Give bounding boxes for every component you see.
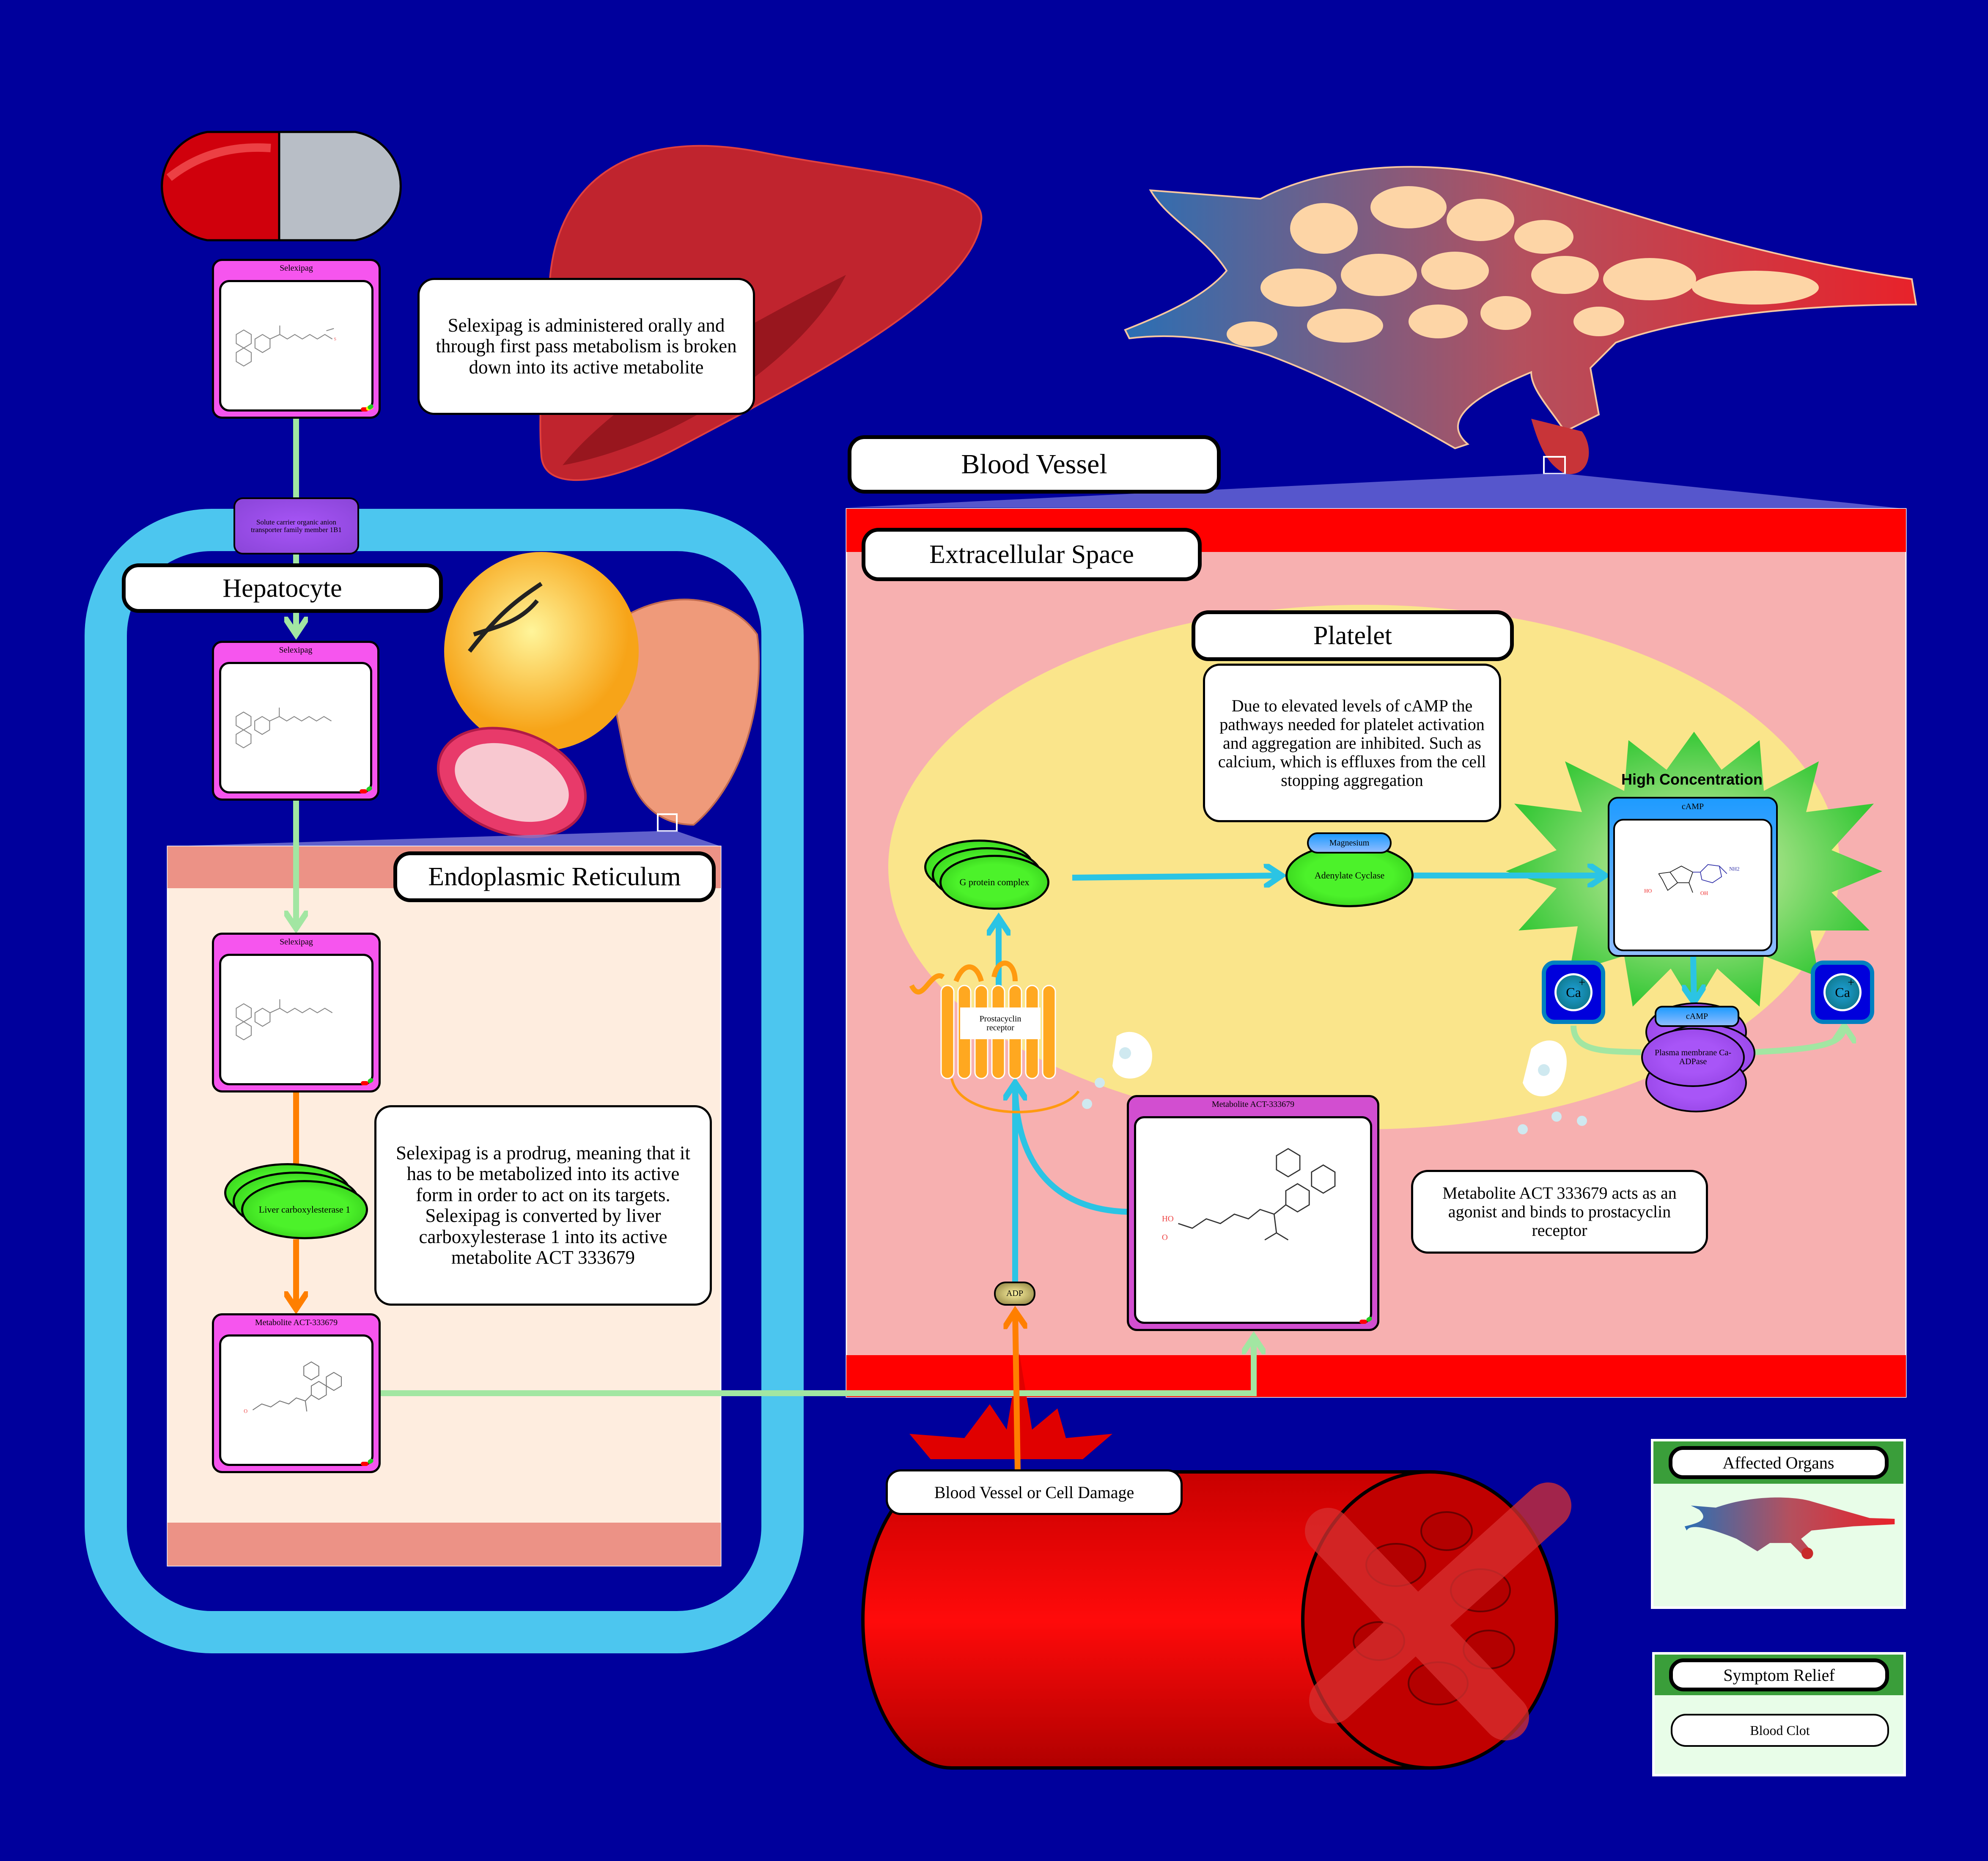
symptom-blood-clot[interactable]: Blood Clot xyxy=(1671,1714,1889,1747)
transporter-oatp1b1[interactable]: Solute carrier organic anion transporter… xyxy=(233,497,359,554)
card-title: Selexipag xyxy=(280,264,313,273)
receptor-label: Prostacyclin receptor xyxy=(960,1007,1041,1039)
symptom-relief-title: Symptom Relief xyxy=(1669,1658,1889,1691)
metabolite-card-er[interactable]: Metabolite ACT-333679 O xyxy=(212,1313,381,1473)
adp-node[interactable]: ADP xyxy=(994,1282,1035,1306)
zoom-wedge-er xyxy=(167,831,721,846)
damage-label: Blood Vessel or Cell Damage xyxy=(886,1469,1183,1515)
svg-text:HO: HO xyxy=(1162,1214,1174,1223)
svg-text:O: O xyxy=(1162,1233,1168,1242)
molecule-structure xyxy=(219,662,372,793)
calcium-ion-icon: Ca+ xyxy=(1823,973,1862,1011)
selexipag-card-hepatocyte[interactable]: Selexipag xyxy=(212,641,379,801)
calcium-ion-outside[interactable]: Ca+ xyxy=(1811,961,1874,1024)
selexipag-card-oral[interactable]: Selexipag S xyxy=(212,259,381,419)
note-agonist: Metabolite ACT 333679 acts as an agonist… xyxy=(1411,1170,1708,1254)
edge-metabolite-transport xyxy=(381,1337,1254,1396)
magnesium-cofactor[interactable]: Magnesium xyxy=(1307,832,1392,854)
molecule-structure: HO O xyxy=(1134,1116,1372,1324)
capillary-thumbnail-icon xyxy=(1684,1497,1895,1559)
platelet-label: Platelet xyxy=(1192,610,1514,661)
card-title: Metabolite ACT-333679 xyxy=(255,1318,338,1327)
card-title: Selexipag xyxy=(279,645,313,655)
svg-text:OH: OH xyxy=(1700,890,1708,896)
camp-structure: HO OH NH2 xyxy=(1613,819,1772,951)
note-platelet: Due to elevated levels of cAMP the pathw… xyxy=(1203,664,1501,822)
pmca-stack[interactable]: Plasma membrane Ca-ADPase cAMP xyxy=(1641,1002,1755,1112)
note-prodrug: Selexipag is a prodrug, meaning that it … xyxy=(374,1105,712,1306)
svg-text:S: S xyxy=(334,337,336,342)
g-protein-label: G protein complex xyxy=(959,876,1030,887)
molecule-structure xyxy=(219,954,373,1085)
transporter-label: Solute carrier organic anion transporter… xyxy=(251,518,342,534)
camp-title: cAMP xyxy=(1681,802,1704,811)
selexipag-card-er[interactable]: Selexipag xyxy=(212,933,381,1092)
affected-organs-title: Affected Organs xyxy=(1668,1446,1889,1479)
camp-regulator: cAMP xyxy=(1655,1006,1739,1027)
edge-damage-adp xyxy=(1015,1311,1018,1472)
drug-pill-icon xyxy=(361,1458,373,1466)
adenylate-label: Adenylate Cyclase xyxy=(1314,870,1385,881)
card-title: Metabolite ACT-333679 xyxy=(1211,1100,1295,1109)
affected-organs-panel: Affected Organs xyxy=(1651,1439,1906,1609)
symptom-relief-panel: Symptom Relief Blood Clot xyxy=(1652,1652,1906,1776)
hepatocyte-label: Hepatocyte xyxy=(122,563,443,613)
edge-ca-efflux xyxy=(1571,1026,1844,1055)
high-concentration-label: High Concentration xyxy=(1621,771,1763,788)
er-label: Endoplasmic Reticulum xyxy=(393,851,716,902)
card-title: Selexipag xyxy=(280,937,313,947)
organelles-icon xyxy=(437,552,760,838)
magnesium-label: Magnesium xyxy=(1329,838,1370,848)
extracellular-space-label: Extracellular Space xyxy=(862,528,1202,581)
drug-pill-icon xyxy=(360,786,372,793)
adenylate-cyclase[interactable]: Adenylate Cyclase xyxy=(1285,844,1414,907)
svg-text:O: O xyxy=(244,1408,247,1414)
zoom-wedge xyxy=(848,474,1906,509)
calcium-ion-icon: Ca+ xyxy=(1554,973,1593,1011)
g-protein-stack[interactable]: G protein complex xyxy=(924,840,1072,920)
molecule-structure: S xyxy=(219,280,373,412)
edge-camp-pmca xyxy=(1693,956,1694,1002)
svg-text:NH2: NH2 xyxy=(1729,866,1739,872)
drug-pill-icon xyxy=(361,1078,373,1085)
pill-icon xyxy=(161,131,402,242)
hepatocyte-membrane xyxy=(85,509,804,1653)
camp-card[interactable]: cAMP HO OH NH2 xyxy=(1608,797,1778,957)
pmca-label: Plasma membrane Ca-ADPase xyxy=(1654,1048,1732,1066)
ces1-stack[interactable]: Liver carboxylesterase 1 xyxy=(224,1163,372,1243)
note-oral-admin: Selexipag is administered orally and thr… xyxy=(417,278,755,415)
edge-gprotein-adenylate xyxy=(1072,876,1282,878)
svg-text:HO: HO xyxy=(1644,888,1652,894)
metabolite-card-extracellular[interactable]: Metabolite ACT-333679 HO O xyxy=(1127,1095,1379,1331)
ces1-label: Liver carboxylesterase 1 xyxy=(258,1204,351,1215)
calcium-ion-inside[interactable]: Ca+ xyxy=(1542,961,1605,1024)
molecule-structure: O xyxy=(219,1334,373,1466)
drug-pill-icon xyxy=(361,404,373,412)
damaged-vessel-icon xyxy=(861,1353,1571,1770)
blood-vessel-label: Blood Vessel xyxy=(848,435,1221,494)
drug-pill-icon xyxy=(1359,1316,1372,1324)
capillary-network-icon xyxy=(1124,166,1917,475)
